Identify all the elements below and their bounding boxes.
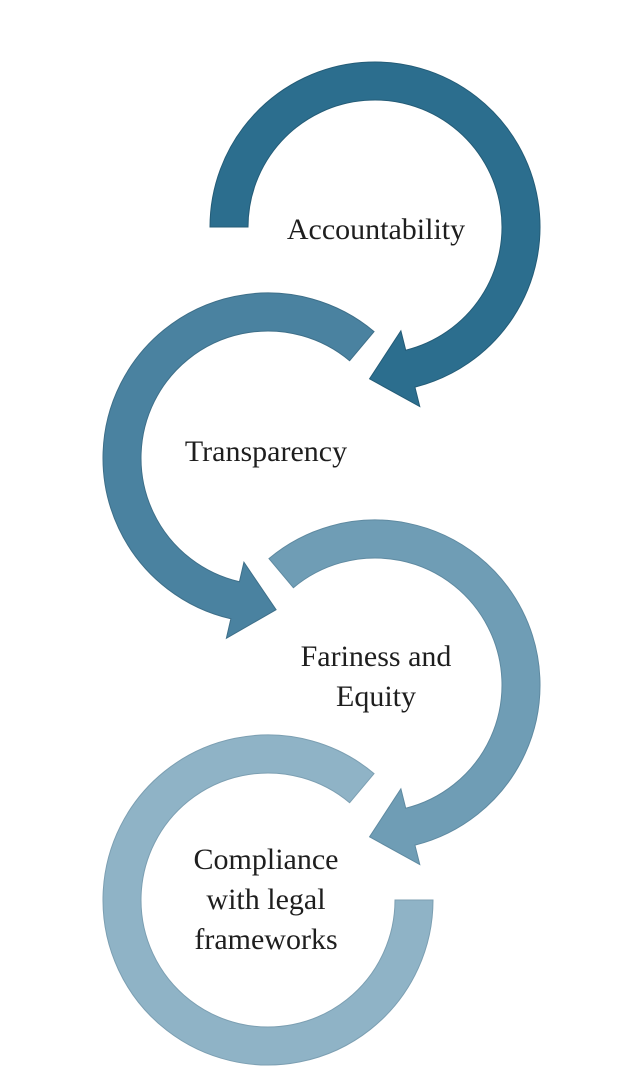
label-line: Fariness and — [300, 640, 452, 673]
label-line: Compliance — [193, 843, 339, 876]
label-line: Transparency — [184, 435, 348, 468]
label-line: Equity — [336, 680, 416, 713]
label-line: Accountability — [286, 213, 466, 246]
arrow-fairness-equity — [268, 519, 541, 866]
label-fairness-equity: Fariness and Equity — [301, 637, 452, 717]
label-line: frameworks — [194, 923, 338, 956]
label-line: with legal — [206, 883, 326, 916]
label-accountability: Accountability — [287, 210, 465, 250]
label-compliance: Compliance with legal frameworks — [194, 840, 339, 960]
arrow-transparency — [102, 292, 375, 640]
arrow-accountability — [209, 61, 541, 408]
label-transparency: Transparency — [185, 432, 347, 472]
arrow-compliance — [102, 734, 434, 1066]
